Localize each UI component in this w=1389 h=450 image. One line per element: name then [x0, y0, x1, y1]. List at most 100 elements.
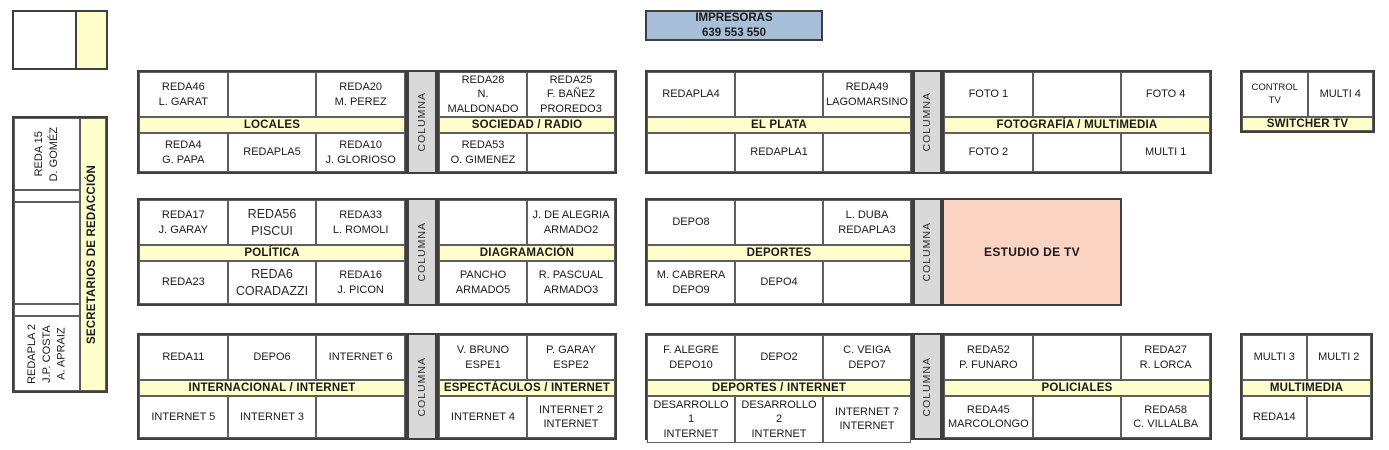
- block-internacional-internet: REDA11 DEPO6 INTERNET 6 INTERNACIONAL / …: [137, 333, 407, 440]
- columna-pillar: COLUMNA: [913, 70, 942, 174]
- desk-reda56: REDA56 PISCUI: [227, 200, 317, 245]
- columna-label: COLUMNA: [415, 222, 428, 282]
- desk-cell-empty: [735, 72, 823, 117]
- desk-redapla2: REDAPLA 2 J.P. COSTA A. APRAIZ: [14, 316, 80, 391]
- block-sociedad-radio: REDA28 N. MALDONADO REDA25 F. BAÑEZ PROR…: [437, 70, 617, 174]
- desk-espe1: V. BRUNO ESPE1: [439, 335, 527, 380]
- section-header-locales: LOCALES: [139, 117, 405, 133]
- section-header-multimedia: MULTIMEDIA: [1242, 380, 1371, 396]
- desk-foto4: FOTO 4: [1121, 72, 1210, 117]
- desk-cell-empty: [1032, 335, 1122, 380]
- desk-reda33: REDA33 L. ROMOLI: [316, 200, 405, 245]
- desk-depo2: DEPO2: [735, 335, 823, 380]
- desk-armado5: PANCHO ARMADO5: [439, 261, 527, 304]
- section-header-fotografia-multimedia: FOTOGRAFÍA / MULTIMEDIA: [944, 117, 1210, 133]
- block-diagramacion: J. DE ALEGRIA ARMADO2 DIAGRAMACIÓN PANCH…: [437, 198, 617, 306]
- corner-cabinet-white: [14, 12, 75, 68]
- section-header-politica: POLÍTICA: [139, 245, 405, 261]
- desk-reda20: REDA20 M. PEREZ: [316, 72, 405, 117]
- desk-reda28: REDA28 N. MALDONADO: [439, 72, 527, 117]
- desk-depo10: F. ALEGRE DEPO10: [647, 335, 735, 380]
- columna-label: COLUMNA: [415, 356, 428, 417]
- section-header-sociedad-radio: SOCIEDAD / RADIO: [439, 117, 615, 133]
- section-header-espectaculos-internet: ESPECTÁCULOS / INTERNET: [439, 380, 615, 396]
- columna-pillar: COLUMNA: [407, 70, 437, 174]
- section-header-deportes-internet: DEPORTES / INTERNET: [647, 380, 911, 396]
- desk-depo9: M. CABRERA DEPO9: [647, 261, 735, 304]
- desk-reda15: REDA 15 D. GOMÉZ: [14, 118, 80, 190]
- desk-desarrollo1: DESARROLLO 1 INTERNET: [647, 396, 735, 443]
- desk-reda52: REDA52 P. FUNARO: [944, 335, 1033, 380]
- desk-internet3: INTERNET 3: [227, 396, 317, 438]
- desk-foto2: FOTO 2: [944, 133, 1033, 172]
- desk-multi2: MULTI 2: [1306, 335, 1371, 380]
- desk-foto1: FOTO 1: [944, 72, 1033, 117]
- desk-desarrollo2: DESARROLLO 2 INTERNET: [735, 396, 823, 443]
- desk-reda53: REDA53 O. GIMENEZ: [439, 133, 527, 172]
- block-policiales: REDA52 P. FUNARO REDA27 R. LORCA POLICIA…: [942, 333, 1212, 440]
- desk-cell-empty: [527, 133, 615, 172]
- desk-redapla3: L. DUBA REDAPLA3: [823, 200, 911, 245]
- block-deportes: DEPO8 L. DUBA REDAPLA3 DEPORTES M. CABRE…: [645, 198, 913, 306]
- desk-reda15-label: REDA 15 D. GOMÉZ: [33, 126, 60, 182]
- section-header-deportes: DEPORTES: [647, 245, 911, 261]
- estudio-de-tv-room: ESTUDIO DE TV: [942, 198, 1122, 306]
- desk-depo8: DEPO8: [647, 200, 735, 245]
- desk-reda25: REDA25 F. BAÑEZ PROREDO3: [527, 72, 615, 117]
- secretarios-label: SECRETARIOS DE REDACCIÓN: [86, 164, 99, 345]
- section-header-switcher-tv: SWITCHER TV: [1242, 117, 1373, 131]
- desk-reda27: REDA27 R. LORCA: [1121, 335, 1210, 380]
- secretarios-strip: SECRETARIOS DE REDACCIÓN: [80, 118, 106, 391]
- section-header-internacional-internet: INTERNACIONAL / INTERNET: [139, 380, 405, 396]
- desk-cell-empty: [1032, 396, 1122, 438]
- desk-multi3: MULTI 3: [1242, 335, 1307, 380]
- desk-reda23: REDA23: [139, 261, 228, 304]
- desk-cell-empty: [1032, 72, 1122, 117]
- desk-internet6: INTERNET 6: [316, 335, 405, 380]
- printers-numbers: 639 553 550: [702, 26, 766, 39]
- columna-pillar: COLUMNA: [913, 198, 942, 306]
- corner-cabinet-box: [12, 10, 108, 70]
- block-el-plata: REDAPLA4 REDA49 LAGOMARSINO EL PLATA RED…: [645, 70, 913, 174]
- section-header-policiales: POLICIALES: [944, 380, 1210, 396]
- desk-reda49: REDA49 LAGOMARSINO: [823, 72, 911, 117]
- desk-cell-empty: [823, 261, 911, 304]
- desk-redapla5: REDAPLA5: [227, 133, 317, 172]
- desk-reda14: REDA14: [1242, 396, 1307, 438]
- block-espectaculos-internet: V. BRUNO ESPE1 P. GARAY ESPE2 ESPECTÁCUL…: [437, 333, 617, 440]
- desk-internet2: INTERNET 2 INTERNET: [527, 396, 615, 438]
- block-politica: REDA17 J. GARAY REDA56 PISCUI REDA33 L. …: [137, 198, 407, 306]
- desk-cell-empty: [227, 72, 317, 117]
- desk-cell-empty: [1032, 133, 1122, 172]
- columna-label: COLUMNA: [415, 92, 428, 152]
- section-header-diagramacion: DIAGRAMACIÓN: [439, 245, 615, 261]
- desk-multi1: MULTI 1: [1121, 133, 1210, 172]
- block-locales: REDA46 L. GARAT REDA20 M. PEREZ LOCALES …: [137, 70, 407, 174]
- block-deportes-internet: F. ALEGRE DEPO10 DEPO2 C. VEIGA DEPO7 DE…: [645, 333, 913, 443]
- desk-cell-empty: [823, 133, 911, 172]
- desk-internet7: INTERNET 7 INTERNET: [823, 396, 911, 443]
- section-header-el-plata: EL PLATA: [647, 117, 911, 133]
- desk-reda10: REDA10 J. GLORIOSO: [316, 133, 405, 172]
- block-fotografia-multimedia: FOTO 1 FOTO 4 FOTOGRAFÍA / MULTIMEDIA FO…: [942, 70, 1212, 174]
- desk-depo7: C. VEIGA DEPO7: [823, 335, 911, 380]
- desk-reda4: REDA4 G. PAPA: [139, 133, 228, 172]
- desk-reda11: REDA11: [139, 335, 228, 380]
- desk-depo4: DEPO4: [735, 261, 823, 304]
- desk-reda45: REDA45 MARCOLONGO: [944, 396, 1033, 438]
- desk-armado2: J. DE ALEGRIA ARMADO2: [527, 200, 615, 245]
- desk-reda6: REDA6 CORADAZZI: [227, 261, 317, 304]
- columna-pillar: COLUMNA: [407, 333, 437, 440]
- desk-cell-empty: [735, 200, 823, 245]
- desk-cell-empty: [439, 200, 527, 245]
- columna-label: COLUMNA: [921, 356, 934, 417]
- secretarios-structure: REDA 15 D. GOMÉZ REDAPLA 2 J.P. COSTA A.…: [12, 116, 108, 393]
- columna-pillar: COLUMNA: [913, 333, 942, 440]
- desk-cell-empty: [14, 304, 80, 316]
- desk-redapla2-label: REDAPLA 2 J.P. COSTA A. APRAIZ: [25, 323, 68, 384]
- block-switcher-tv: CONTROL TV MULTI 4 SWITCHER TV: [1240, 70, 1375, 133]
- desk-cell-empty: [316, 396, 405, 438]
- desk-reda17: REDA17 J. GARAY: [139, 200, 228, 245]
- columna-label: COLUMNA: [921, 222, 934, 282]
- desk-cell-empty: [647, 133, 735, 172]
